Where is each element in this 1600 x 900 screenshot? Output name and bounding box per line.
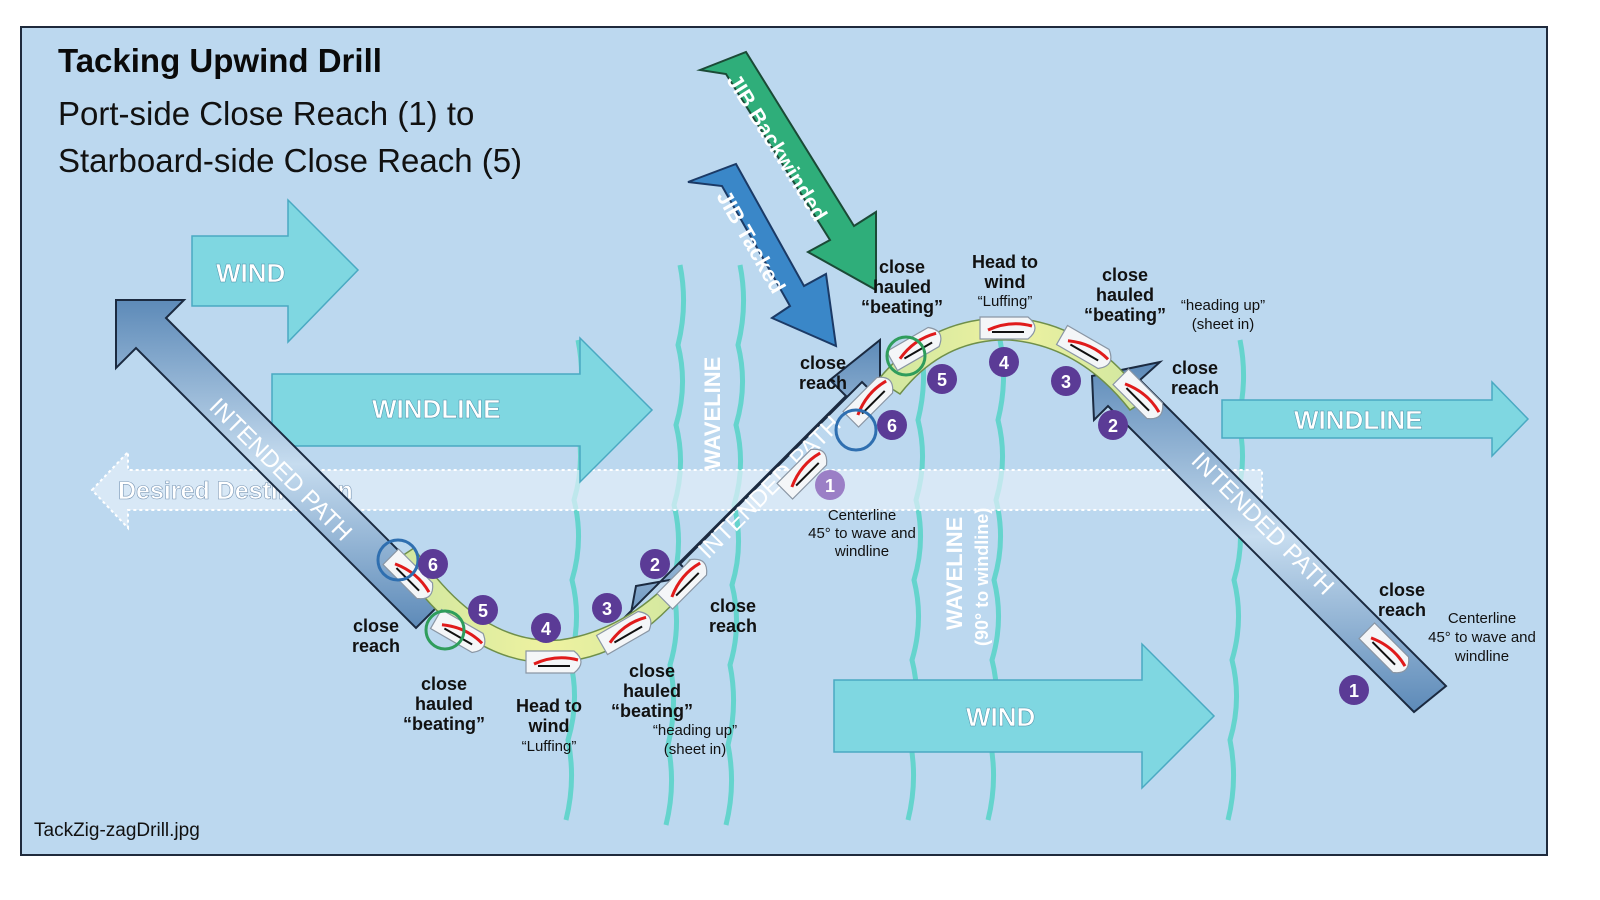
step-badge-number: 3 (1061, 372, 1071, 392)
sailboat-icon (656, 558, 708, 610)
step-badge-number: 1 (825, 476, 835, 496)
step-badges-right: 6 5 4 3 2 1 (877, 347, 1369, 705)
sailboat-icon (1112, 368, 1164, 420)
windline-arrow-left: WINDLINE (271, 336, 654, 484)
wind-arrow-bottom: WIND (833, 642, 1216, 790)
step-badge-number: 5 (937, 370, 947, 390)
step-badge (1339, 675, 1369, 705)
label-luffing: “Luffing” (522, 738, 577, 755)
sailboat-icon (1055, 324, 1112, 370)
highlight-circle-green (424, 609, 466, 651)
step-badge-number: 4 (999, 353, 1009, 373)
sailboat-icon (525, 650, 582, 674)
step-badge (592, 593, 622, 623)
step-badge-number: 2 (650, 555, 660, 575)
subtitle-line: Port-side Close Reach (1) to (58, 95, 475, 132)
step-badge-number: 4 (541, 619, 551, 639)
sailboat-icon (776, 448, 828, 500)
windline-arrow-right-label: WINDLINE (1294, 405, 1423, 435)
step-badge (927, 364, 957, 394)
desired-destination-arrow: Desired Destination (90, 449, 1263, 531)
filename-caption: TackZig-zagDrill.jpg (34, 820, 200, 841)
step-badge-number: 6 (428, 555, 438, 575)
sailboat-icon (885, 326, 942, 372)
waveline-stroke (663, 264, 687, 826)
sailboat-icon (382, 548, 434, 600)
step-badge (640, 549, 670, 579)
step-badge (877, 410, 907, 440)
highlight-circle-blue (834, 408, 878, 452)
step-badge-number: 6 (887, 416, 897, 436)
step-badge-number: 2 (1108, 416, 1118, 436)
step-badge (989, 347, 1019, 377)
step-badge (815, 470, 845, 500)
waveline-label-right: WAVELINE (942, 517, 967, 630)
highlight-circle-green (885, 335, 927, 377)
diagram-title: Tacking Upwind Drill (58, 42, 382, 79)
step-badges-left: 6 5 4 3 2 1 (418, 470, 845, 643)
highlight-circle-blue (376, 538, 420, 582)
windline-arrow-left-label: WINDLINE (372, 394, 501, 424)
waveline-label-left: WAVELINE (700, 357, 725, 470)
step-badge (468, 595, 498, 625)
step-badge-number: 1 (1349, 681, 1359, 701)
diagram-subtitle: Port-side Close Reach (1) to Starboard-s… (58, 90, 522, 184)
wind-arrow-top: WIND (191, 198, 360, 344)
step-badge (531, 613, 561, 643)
step-badge-number: 3 (602, 599, 612, 619)
step-badge (1051, 366, 1081, 396)
sailboat-icon (429, 608, 486, 654)
sailboat-icon (979, 316, 1036, 340)
waveline-stroke (723, 264, 747, 826)
label-luffing: “Luffing” (978, 293, 1033, 310)
step-badge-number: 5 (478, 601, 488, 621)
sailboat-icon (842, 376, 894, 428)
wind-arrow-top-label: WIND (216, 258, 285, 288)
sailboat-icon (595, 610, 652, 656)
step-badge (418, 549, 448, 579)
label-heading-up: “heading up”(sheet in) (653, 722, 737, 758)
step-badge (1098, 410, 1128, 440)
sailboat-icon (1358, 622, 1410, 674)
intended-path-label-right: INTENDED PATH (1186, 447, 1339, 600)
windline-arrow-right: WINDLINE (1221, 380, 1530, 458)
label-heading-up: “heading up”(sheet in) (1181, 297, 1265, 333)
subtitle-line: Starboard-side Close Reach (5) (58, 142, 523, 179)
wind-arrow-bottom-label: WIND (966, 702, 1035, 732)
waveline-sublabel-right: (90° to windline) (972, 508, 992, 646)
boats (382, 316, 1410, 674)
